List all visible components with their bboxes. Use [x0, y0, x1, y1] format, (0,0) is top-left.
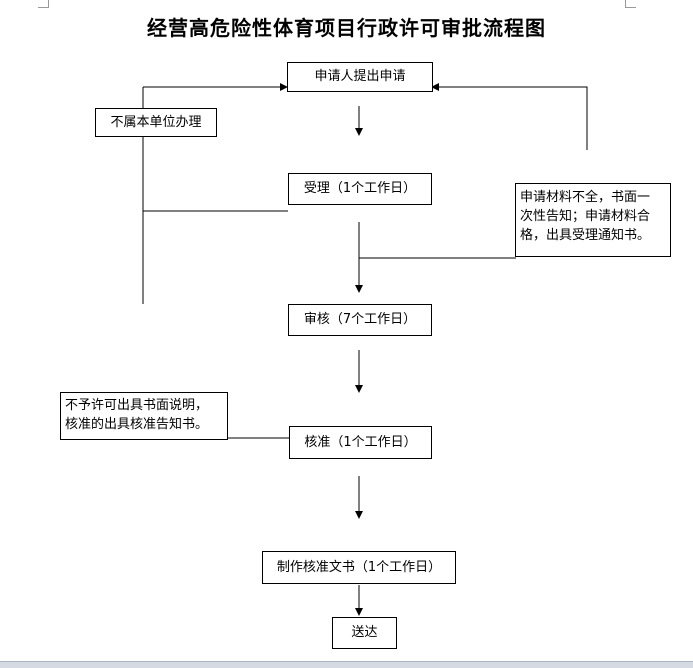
- step-approve-label: 核准（1个工作日）: [304, 434, 417, 450]
- window-bottom-edge: [0, 661, 693, 668]
- note-incomplete-line-1: 申请材料不全，书面一: [520, 190, 651, 205]
- note-not-in-scope: 不属本单位办理: [95, 108, 217, 137]
- step-deliver: 送达: [332, 617, 397, 649]
- step-approve: 核准（1个工作日）: [289, 426, 432, 459]
- step-review-label: 审核（7个工作日）: [303, 312, 417, 327]
- note-incomplete-line-2: 次性告知；申请材料合: [520, 209, 651, 224]
- step-apply-label: 申请人提出申请: [314, 69, 406, 84]
- step-deliver-label: 送达: [351, 625, 378, 640]
- step-accept: 受理（1个工作日）: [288, 173, 432, 205]
- step-accept-label: 受理（1个工作日）: [303, 181, 417, 196]
- step-issue-document-label: 制作核准文书（1个工作日）: [276, 559, 442, 575]
- note-reject: 不予许可出具书面说明， 核准的出具核准告知书。: [60, 392, 228, 440]
- page-corner-mark-left: [38, 0, 49, 8]
- note-not-in-scope-label: 不属本单位办理: [110, 115, 202, 130]
- step-apply: 申请人提出申请: [287, 62, 433, 92]
- note-reject-line-1: 不予许可出具书面说明，: [65, 398, 209, 413]
- connector-right-loop: [431, 83, 588, 150]
- note-incomplete-line-3: 格，出具受理通知书。: [520, 228, 651, 243]
- note-incomplete-materials: 申请材料不全，书面一 次性告知；申请材料合 格，出具受理通知书。: [515, 183, 671, 257]
- step-issue-document: 制作核准文书（1个工作日）: [262, 551, 456, 584]
- step-review: 审核（7个工作日）: [288, 304, 432, 336]
- connector-accept-left: [142, 210, 288, 304]
- page-corner-mark-right: [625, 0, 636, 8]
- diagram-title: 经营高危险性体育项目行政许可审批流程图: [147, 16, 546, 40]
- note-reject-line-2: 核准的出具核准告知书。: [65, 417, 209, 432]
